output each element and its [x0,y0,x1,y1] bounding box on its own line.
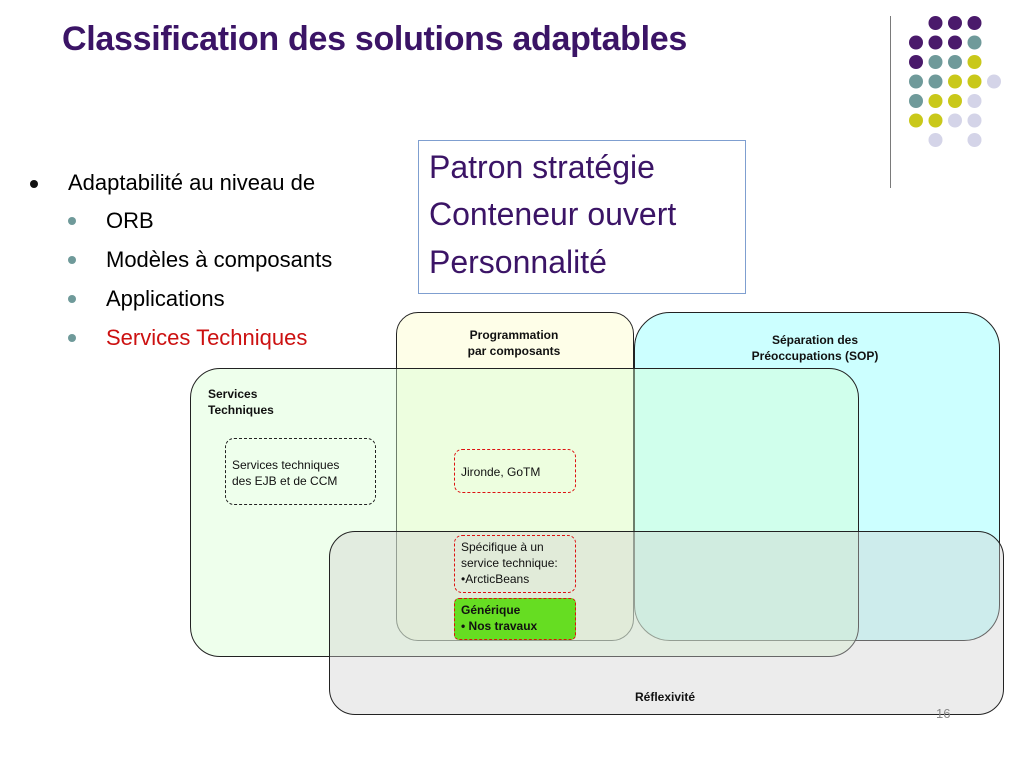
label-line: Services [208,387,258,401]
bullet-dot [68,256,76,264]
region-label-sop: Séparation des Préoccupations (SOP) [710,332,920,364]
box-line: Services techniques [232,458,340,472]
concept-item: Personnalité [429,244,607,280]
box-line: •ArcticBeans [461,572,530,586]
decorative-dot [948,113,962,128]
decorative-dot [928,113,943,128]
region-label-services: Services Techniques [208,386,328,418]
label-line: Séparation des [771,333,859,347]
decorative-dot [909,55,923,69]
bullet-dot [30,180,38,188]
decorative-dot [928,94,943,108]
bullet-sub-orb: ORB [68,208,398,236]
decorative-dot [967,16,982,30]
box-specifique: Spécifique à un service technique: •Arct… [454,535,576,593]
label-line: par composants [467,344,561,358]
decorative-dot [948,94,962,108]
region-separation-preoccupations [634,312,1000,641]
bullet-sub-text: Applications [106,286,225,311]
decorative-dot [987,74,1001,89]
decorative-dot [928,74,943,89]
bullet-dot [68,217,76,225]
slide-number: 16 [936,706,951,721]
bullet-sub-services: Services Techniques [68,325,398,353]
bullet-dot [68,334,76,342]
concept-item: Conteneur ouvert [429,196,677,232]
region-label-reflexivite: Réflexivité [634,690,696,704]
concept-box: Patron stratégie Conteneur ouvert Person… [418,140,746,294]
bullet-sub-applications: Applications [68,286,398,314]
decorative-divider [890,16,891,188]
decorative-dot [909,94,923,108]
decorative-dot [967,94,982,108]
box-ejb-ccm: Services techniques des EJB et de CCM [225,438,376,505]
bullet-sub-modeles: Modèles à composants [68,247,398,275]
bullet-sub-text: Modèles à composants [106,247,333,272]
box-line: des EJB et de CCM [232,474,338,488]
decorative-dot [928,16,943,30]
decorative-dot [967,55,982,69]
decorative-dot [928,35,943,50]
region-programmation-par-composants [396,312,634,641]
decorative-dot [948,16,962,30]
bullet-dot [68,295,76,303]
label-line: Programmation [469,328,559,342]
decorative-dot [909,35,923,50]
bullet-main: Adaptabilité au niveau de [30,170,390,198]
label-line: Préoccupations (SOP) [751,349,879,363]
box-line: Spécifique à un [461,540,544,554]
decorative-dot-grid [909,16,1001,147]
decorative-dot [928,55,943,69]
concept-item: Patron stratégie [429,149,655,185]
box-generique: Générique • Nos travaux [454,598,576,640]
decorative-dot [948,55,962,69]
region-label-programmation: Programmation par composants [414,327,614,359]
decorative-dot [909,113,923,128]
label-line: Techniques [208,403,274,417]
bullet-sub-text: ORB [106,208,154,233]
decorative-dot [928,133,943,147]
box-line: service technique: [461,556,558,570]
bullet-sub-text-highlight: Services Techniques [106,325,308,350]
decorative-dot [909,74,923,89]
decorative-dot [967,74,982,89]
box-line: Générique [461,603,521,617]
decorative-dot [948,74,962,89]
region-services-techniques [190,368,859,657]
decorative-dot [948,35,962,50]
box-jironde: Jironde, GoTM [454,449,576,493]
decorative-dot [967,133,982,147]
region-reflexivite [329,531,1004,715]
decorative-dot [967,113,982,128]
bullet-main-text: Adaptabilité au niveau de [68,170,316,195]
box-line: • Nos travaux [461,619,538,633]
slide-title: Classification des solutions adaptables [62,20,688,58]
decorative-dot [967,35,982,50]
